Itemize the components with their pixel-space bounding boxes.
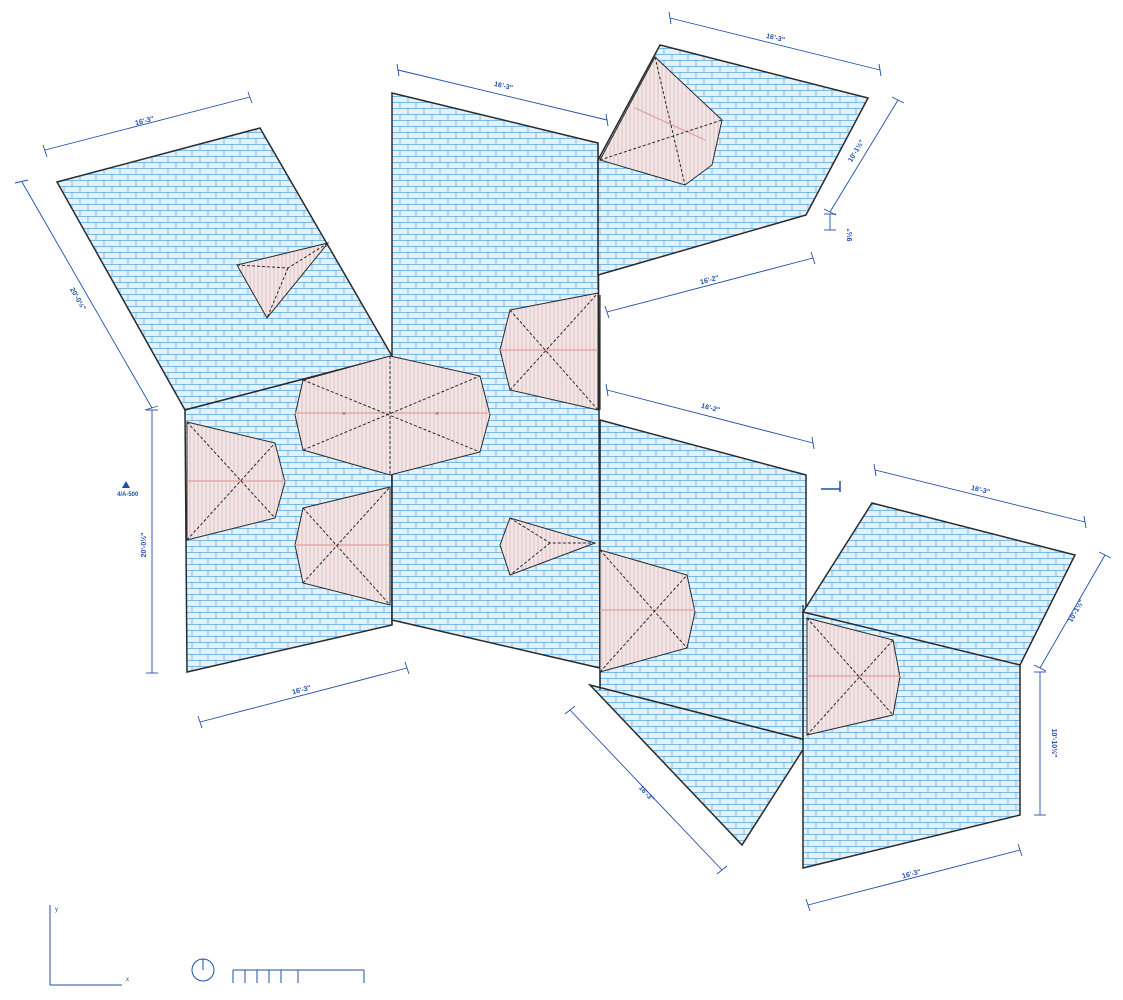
section-cut-mark [821,481,841,492]
dormer-upper-right [599,56,723,186]
dim-label-right-vertical: 10'-10½" [1050,729,1058,758]
dim-label-top-right: 16'-3" [765,33,785,44]
svg-text:×: × [435,410,439,418]
dormer-center-small [499,517,597,576]
dormer-center-mid [499,292,599,411]
north-arrow-icon [191,958,215,982]
dim-label-small-offset: 9½" [846,228,854,241]
dim-label-upper-right-side: 10'-1½" [846,138,866,163]
dim-label-left-vertical: 20'-0½" [140,533,148,558]
dormer-left-block [186,421,286,541]
dormer-small-upper-left [236,242,330,319]
section-reference-label: 4/A-500 [117,492,139,498]
dim-label-top-center: 16'-3" [493,81,513,92]
dormers: × × [186,56,901,736]
dormer-large-center: × × [294,355,491,476]
section-marker-icon: 4/A-500 [117,481,139,498]
dim-label-top-left: 16'-3" [135,116,155,128]
dormer-center-right [599,549,696,673]
svg-text:×: × [342,410,346,418]
dim-label-bottom-right: 16'-3" [902,869,922,881]
dim-label-center-right-mid: 16'-2" [700,403,720,415]
dormer-right [806,617,901,736]
axis-label-y: y [55,907,58,913]
axis-indicator [49,905,122,986]
dim-label-bottom-left: 16'-3" [292,685,312,697]
dim-label-right-top: 16'-3" [970,485,990,496]
dim-label-center-right-upper: 16'-2" [700,275,720,287]
dim-label-bottom-diagonal: 16'-3" [637,785,655,804]
axis-label-x: x [126,977,129,983]
scale-bar-icon [232,969,365,983]
dimension-lines [14,11,1112,912]
dormer-left-lower [294,486,391,606]
dim-label-right-upper-side: 10'-1½" [1067,598,1086,624]
roof-panel-upper-left-wing [55,127,394,411]
